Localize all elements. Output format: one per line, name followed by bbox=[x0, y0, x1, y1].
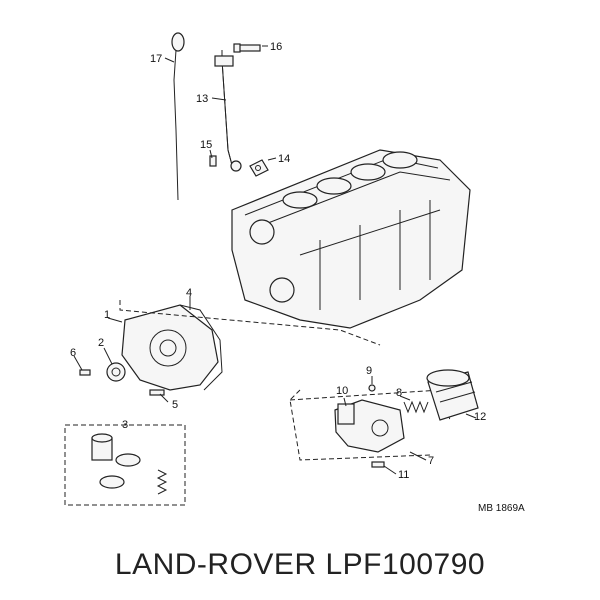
oil-filter-part bbox=[426, 369, 479, 421]
callout-8: 8 bbox=[396, 387, 402, 399]
callout-6: 6 bbox=[70, 347, 76, 359]
relief-valve-kit-part bbox=[64, 424, 186, 506]
callout-5: 5 bbox=[172, 399, 178, 411]
bolt-15-part bbox=[209, 155, 217, 167]
callout-7: 7 bbox=[428, 455, 434, 467]
callout-11: 11 bbox=[398, 469, 409, 481]
leader-lines bbox=[73, 45, 477, 475]
bolt-9-part bbox=[368, 384, 376, 392]
oil-adapter-part bbox=[334, 399, 405, 453]
callout-15: 15 bbox=[200, 139, 212, 151]
callout-4: 4 bbox=[186, 287, 192, 299]
diagram-reference: MB 1869A bbox=[478, 503, 525, 514]
callout-16: 16 bbox=[270, 41, 282, 53]
part-caption: LAND-ROVER LPF100790 bbox=[114, 548, 486, 581]
seal-2-part bbox=[106, 362, 126, 382]
oil-pump-housing-part bbox=[121, 304, 223, 391]
bolt-6-part bbox=[79, 369, 91, 376]
dipstick-part bbox=[171, 32, 185, 201]
callout-9: 9 bbox=[366, 365, 372, 377]
bolt-5-part bbox=[149, 389, 165, 396]
callout-1: 1 bbox=[104, 309, 110, 321]
callout-3: 3 bbox=[122, 419, 128, 431]
dipstick-tube-part bbox=[214, 50, 242, 172]
engine-block-part bbox=[231, 149, 471, 329]
callout-2: 2 bbox=[98, 337, 104, 349]
callout-13: 13 bbox=[196, 93, 208, 105]
callout-10: 10 bbox=[336, 385, 348, 397]
callout-12: 12 bbox=[474, 411, 486, 423]
bracket-14-part bbox=[249, 159, 269, 177]
callout-14: 14 bbox=[278, 153, 290, 165]
spring-8-part bbox=[403, 400, 429, 414]
callout-17: 17 bbox=[150, 53, 162, 65]
bolt-11-part bbox=[371, 461, 385, 468]
bolt-16-part bbox=[233, 43, 261, 53]
